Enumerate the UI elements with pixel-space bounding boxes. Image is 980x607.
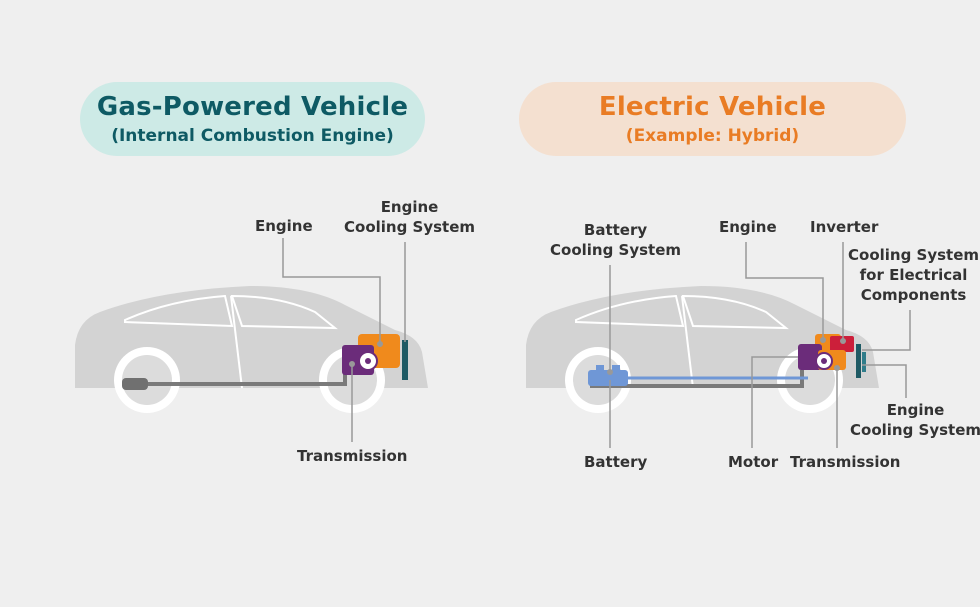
- gas-label-engine: Engine: [255, 217, 313, 235]
- ev-label-battery-cooling-line2: Cooling System: [550, 241, 682, 259]
- ev-inverter: [830, 336, 854, 352]
- ev-label-elec-cooling-line2: for Electrical: [859, 266, 968, 284]
- ev-label-engine-cooling-line1: Engine: [886, 401, 945, 419]
- ev-engine-cooling-leader: [862, 364, 907, 398]
- ev-car: [526, 242, 911, 448]
- gas-car-windows: [124, 294, 338, 330]
- gas-label-engine-cooling-line2: Cooling System: [344, 218, 476, 236]
- ev-label-battery-cooling-line1: Battery: [583, 221, 648, 239]
- ev-vehicle-subtitle: (Example: Hybrid): [625, 126, 800, 146]
- ev-label-engine-cooling-line2: Cooling System: [850, 421, 980, 439]
- ev-label-elec-cooling-line3: Components: [860, 286, 967, 304]
- ev-label-engine: Engine: [719, 218, 777, 236]
- gas-car: [75, 238, 428, 442]
- gas-engine-leader: [282, 238, 381, 343]
- ev-radiator: [856, 344, 861, 378]
- ev-vehicle-title: Electric Vehicle: [598, 92, 827, 122]
- gas-vehicle-title: Gas-Powered Vehicle: [96, 92, 409, 122]
- gas-vehicle-subtitle: (Internal Combustion Engine): [111, 126, 394, 146]
- ev-engine-leader: [745, 242, 824, 340]
- ev-label-inverter: Inverter: [810, 218, 879, 236]
- gas-label-engine-cooling-line1: Engine: [380, 198, 439, 216]
- ev-motor-leader: [751, 356, 798, 448]
- ev-elec-cooling-leader: [862, 310, 911, 351]
- ev-car-windows: [575, 294, 789, 330]
- ev-label-battery: Battery: [584, 453, 648, 471]
- ev-label-battery-cooling: Battery Cooling System: [550, 220, 681, 260]
- gas-label-engine-cooling: Engine Cooling System: [344, 197, 475, 237]
- ev-label-motor: Motor: [728, 453, 779, 471]
- ev-label-elec-cooling: Cooling System for Electrical Components: [848, 245, 979, 305]
- ev-label-engine-cooling: Engine Cooling System: [850, 400, 980, 440]
- ev-label-transmission: Transmission: [790, 453, 901, 471]
- ev-drive-shaft: [590, 370, 804, 388]
- ev-label-elec-cooling-line1: Cooling System: [848, 246, 980, 264]
- gas-label-transmission: Transmission: [297, 447, 408, 465]
- gas-exhaust-tip: [122, 378, 148, 390]
- ev-vehicle-header: Electric Vehicle (Example: Hybrid): [519, 82, 906, 156]
- ev-battery: [588, 370, 628, 386]
- gas-vehicle-header: Gas-Powered Vehicle (Internal Combustion…: [80, 82, 425, 156]
- gas-radiator: [402, 340, 408, 380]
